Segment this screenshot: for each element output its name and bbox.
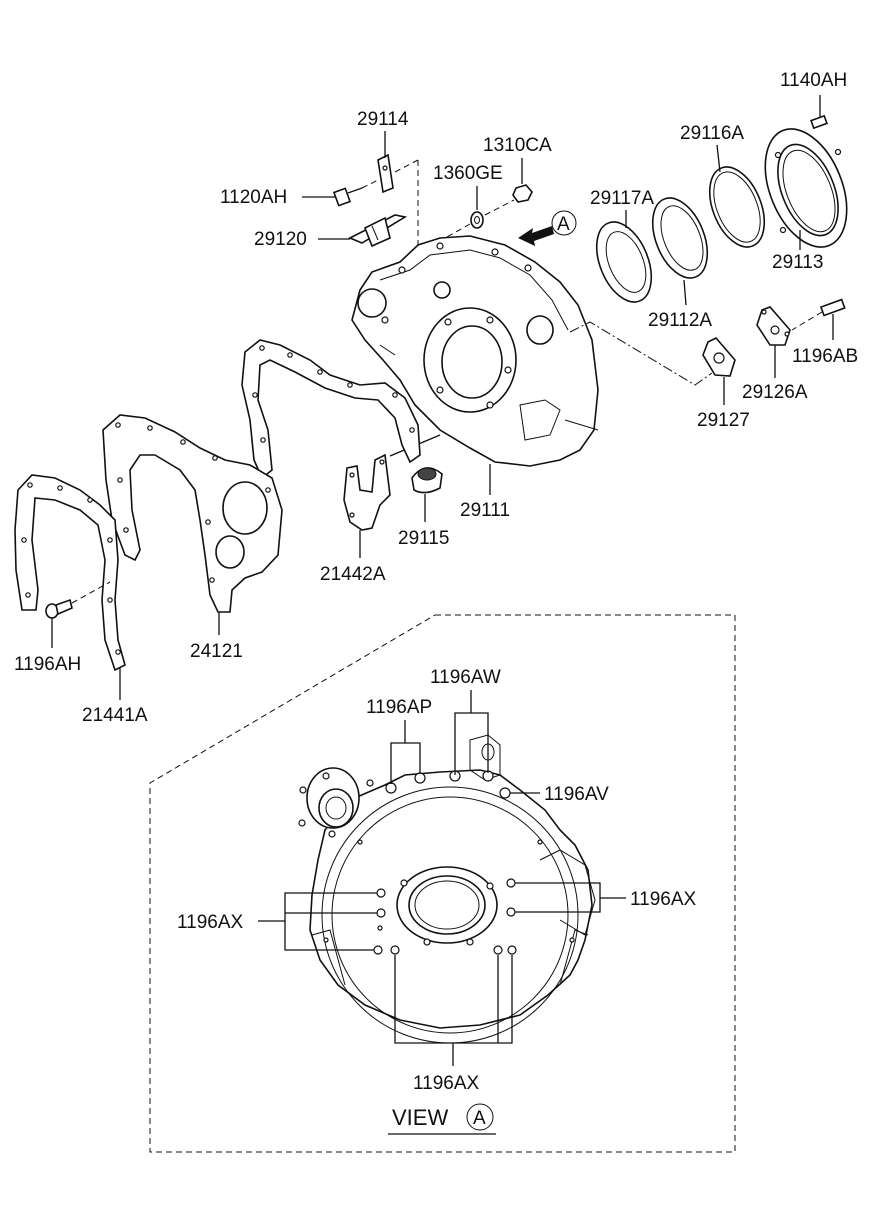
cover-plate-29126a-icon[interactable] [756,306,791,346]
cap-29120-icon[interactable] [348,214,408,248]
seal-plate-29113-icon[interactable] [749,117,862,259]
bolt-1140ah-icon[interactable] [810,95,828,130]
view-caption-letter: A [473,1108,486,1129]
label-1120ah: 1120AH [220,187,287,208]
bracket-29114-icon[interactable] [377,153,394,194]
view-a-housing-icon [298,734,596,1044]
label-1360ge: 1360GE [433,163,503,184]
plug-29115-icon[interactable] [411,467,443,494]
label-1196ab: 1196AB [792,346,858,367]
view-direction-arrow-icon [518,226,554,246]
oil-seal-29112a-icon[interactable] [642,190,718,286]
label-29126a: 29126A [742,382,808,403]
label-21442a: 21442A [320,564,386,585]
bolt-1196ah-icon[interactable] [45,598,73,619]
label-1196ax-left: 1196AX [177,912,244,933]
label-1196ah: 1196AH [14,654,81,675]
gasket-21441a-icon[interactable] [14,474,126,672]
label-29115: 29115 [398,528,449,549]
label-29114: 29114 [357,109,409,130]
label-21441a: 21441A [82,705,148,726]
o-ring-29116a-icon[interactable] [699,159,775,255]
label-1196av: 1196AV [544,784,609,805]
label-29117a: 29117A [590,188,654,209]
view-marker-letter-top: A [557,214,570,235]
label-29113: 29113 [772,252,823,273]
oil-seal-29117a-icon[interactable] [586,214,662,310]
gasket-29127-icon[interactable] [702,337,736,377]
label-29116a: 29116A [680,123,744,144]
bolt-1196ab-icon[interactable] [819,298,846,340]
label-1196aw: 1196AW [430,667,501,688]
label-1196ap: 1196AP [366,697,432,718]
bolt-1120ah-icon[interactable] [332,187,363,207]
label-29111: 29111 [460,500,510,521]
label-29127: 29127 [697,410,750,431]
label-24121: 24121 [190,641,243,662]
washer-1360ge-icon[interactable] [470,211,484,229]
label-1310ca: 1310CA [483,135,552,156]
view-a-frame [149,614,736,1153]
gasket-21442a-icon[interactable] [343,453,391,531]
label-29112a: 29112A [648,310,712,331]
timing-plate-24121-icon[interactable] [102,414,283,613]
label-1140ah: 1140AH [780,70,847,91]
nut-1310ca-icon[interactable] [512,184,533,203]
view-caption-word: VIEW [392,1105,448,1130]
label-1196ax-right: 1196AX [630,889,697,910]
label-1196ax-bottom: 1196AX [413,1073,480,1094]
flywheel-housing-29111-icon[interactable] [351,235,599,467]
label-29120: 29120 [254,229,307,250]
